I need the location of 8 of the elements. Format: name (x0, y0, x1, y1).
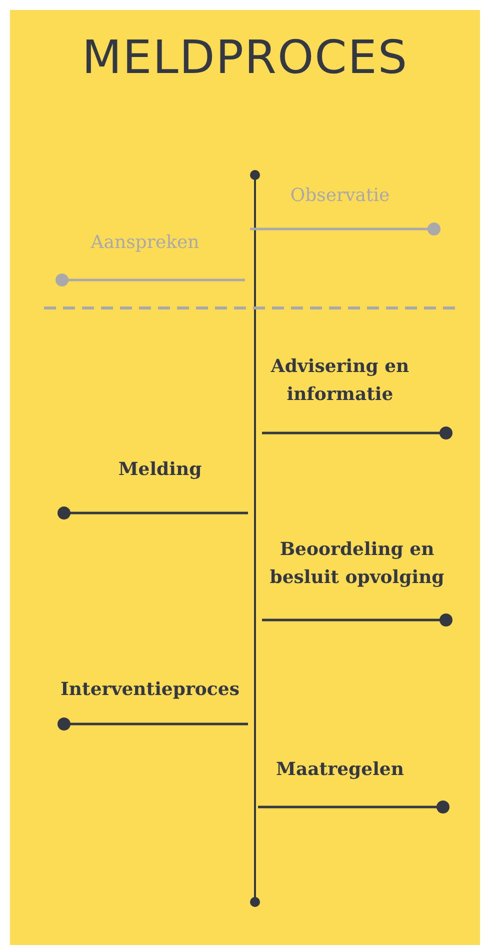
stage-label: Observatie (289, 184, 391, 208)
stage-label: Advisering en informatie (270, 355, 410, 407)
stage-label: Melding (117, 458, 203, 482)
stage-label: Interventieproces (60, 678, 240, 702)
title: MELDPROCES (80, 30, 410, 84)
stage-label: Maatregelen (275, 758, 405, 782)
stage-label: Beoordeling en besluit opvolging (268, 538, 446, 590)
stage-label: Aanspreken (90, 231, 200, 255)
